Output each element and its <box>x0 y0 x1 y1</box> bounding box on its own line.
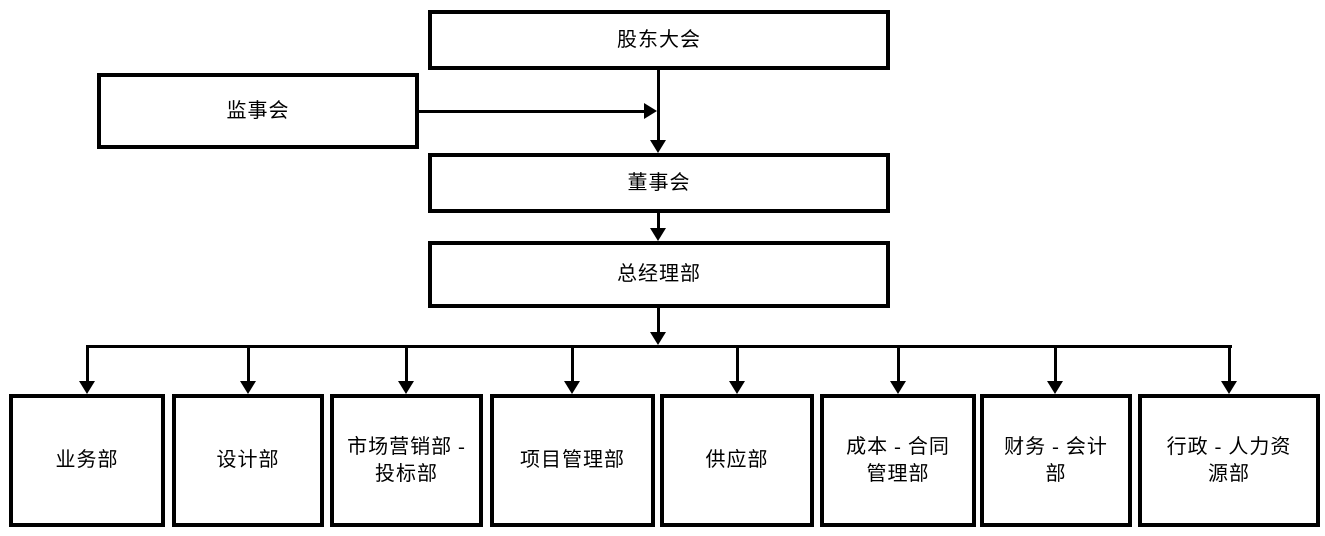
arrowhead-drop-5 <box>729 381 745 394</box>
node-dept-project-management: 项目管理部 <box>490 394 655 527</box>
arrowhead-drop-4 <box>564 381 580 394</box>
node-board-of-directors: 董事会 <box>428 153 890 213</box>
arrowhead-drop-8 <box>1221 381 1237 394</box>
connector-shareholders-to-board <box>657 70 660 141</box>
node-shareholders-meeting: 股东大会 <box>428 10 890 70</box>
arrowhead-drop-2 <box>240 381 256 394</box>
arrowhead-drop-1 <box>79 381 95 394</box>
node-supervisory-board: 监事会 <box>97 73 419 149</box>
connector-drop-2 <box>247 348 250 381</box>
connector-drop-7 <box>1054 348 1057 381</box>
arrowhead-into-board <box>650 140 666 153</box>
node-dept-cost-contract: 成本 - 合同 管理部 <box>820 394 976 527</box>
node-general-manager-dept: 总经理部 <box>428 241 890 308</box>
node-dept-business: 业务部 <box>9 394 165 527</box>
connector-drop-8 <box>1228 348 1231 381</box>
connector-gm-to-bus <box>657 308 660 333</box>
node-dept-admin-hr: 行政 - 人力资 源部 <box>1138 394 1320 527</box>
node-dept-supply: 供应部 <box>660 394 814 527</box>
connector-drop-3 <box>405 348 408 381</box>
arrowhead-supervisory <box>644 103 657 119</box>
connector-board-to-gm <box>657 213 660 229</box>
arrowhead-into-gm <box>650 228 666 241</box>
connector-drop-6 <box>897 348 900 381</box>
arrowhead-into-bus <box>650 332 666 345</box>
connector-supervisory-to-spine <box>419 110 646 113</box>
connector-drop-1 <box>86 348 89 381</box>
connector-drop-4 <box>571 348 574 381</box>
node-dept-marketing-bidding: 市场营销部 - 投标部 <box>330 394 483 527</box>
arrowhead-drop-7 <box>1047 381 1063 394</box>
arrowhead-drop-3 <box>398 381 414 394</box>
bus-line <box>86 345 1232 348</box>
node-dept-design: 设计部 <box>172 394 324 527</box>
connector-drop-5 <box>736 348 739 381</box>
node-dept-finance-accounting: 财务 - 会计 部 <box>980 394 1132 527</box>
arrowhead-drop-6 <box>890 381 906 394</box>
